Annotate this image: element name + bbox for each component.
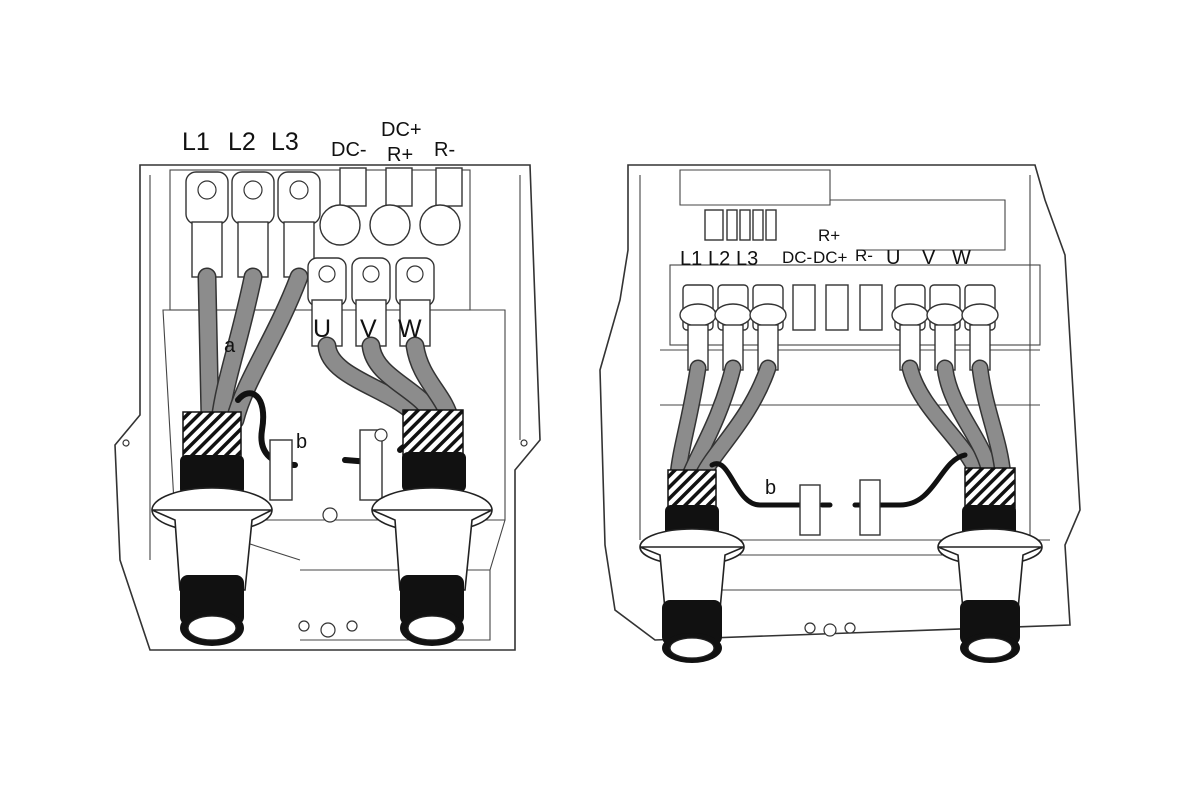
right-input-lugs <box>679 284 787 371</box>
right-label-u: U <box>886 247 900 269</box>
right-label-dc-minus: DC- <box>782 248 812 267</box>
left-label-r-plus: R+ <box>387 144 413 166</box>
right-enclosure <box>599 164 1081 641</box>
left-label-u: U <box>313 315 331 343</box>
clamp-icon <box>359 429 383 501</box>
left-callout-a: a <box>224 335 236 357</box>
right-label-v: V <box>922 247 936 269</box>
clamp-icon <box>269 439 293 501</box>
right-output-cables <box>901 359 1012 484</box>
right-label-l3: L3 <box>736 248 758 270</box>
right-dc-terminals <box>792 284 883 331</box>
screw-icon <box>346 620 358 632</box>
screw-icon <box>322 507 338 523</box>
right-output-shield <box>964 467 1016 511</box>
ground-screw-icon <box>320 622 336 638</box>
right-output-gland <box>937 505 1043 663</box>
left-output-gland <box>371 452 493 646</box>
left-label-dc-minus: DC- <box>331 139 367 161</box>
left-label-l2: L2 <box>228 128 256 156</box>
screw-icon <box>298 620 310 632</box>
left-label-w: W <box>398 315 422 343</box>
right-label-l2: L2 <box>708 248 730 270</box>
left-input-shield <box>182 411 242 463</box>
right-label-l1: L1 <box>680 248 702 270</box>
left-drive-panel: L1 L2 L3 DC- DC+ R+ R- U V W a b <box>114 119 541 651</box>
left-label-l1: L1 <box>182 128 210 156</box>
clamp-icon <box>799 484 821 536</box>
left-label-v: V <box>360 315 377 343</box>
left-label-l3: L3 <box>271 128 299 156</box>
right-output-lugs <box>891 284 999 371</box>
right-drive-panel: L1 L2 L3 DC- DC+ R+ R- U V W b <box>599 164 1081 663</box>
screw-icon <box>520 439 528 447</box>
right-input-cables <box>669 359 777 484</box>
right-label-w: W <box>952 247 971 269</box>
left-label-r-minus: R- <box>434 139 455 161</box>
left-dc-terminals <box>319 167 463 246</box>
left-label-dc-plus: DC+ <box>381 119 422 141</box>
clamp-icon <box>859 479 881 536</box>
right-control-block <box>704 209 777 241</box>
right-callout-b: b <box>765 477 776 499</box>
right-input-gland <box>639 505 745 663</box>
right-bonding-wire <box>709 452 968 508</box>
left-input-cables <box>197 267 309 430</box>
left-input-gland <box>151 455 273 646</box>
screw-icon <box>122 439 130 447</box>
left-input-lugs <box>185 171 321 278</box>
right-terminal-block <box>669 264 1041 346</box>
right-label-r-minus: R- <box>855 246 873 265</box>
left-callout-b: b <box>296 431 307 453</box>
right-label-dc-plus: DC+ <box>813 248 848 267</box>
right-label-r-plus: R+ <box>818 226 840 245</box>
left-output-lugs <box>307 257 435 347</box>
